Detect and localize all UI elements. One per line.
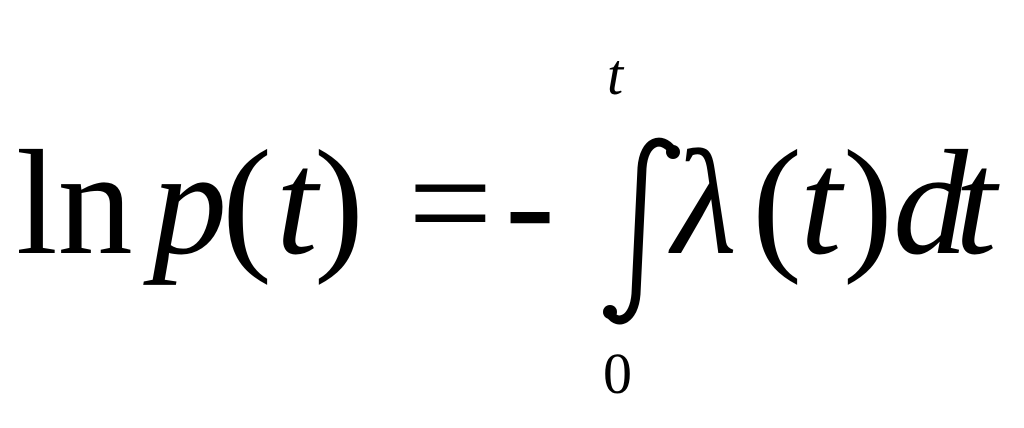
integral-sign-icon [603, 137, 680, 325]
minus-sign: - [505, 120, 555, 286]
integral-lower-limit: 0 [603, 341, 632, 406]
right-paren: ) [314, 120, 364, 286]
equals-sign: = [408, 120, 493, 286]
right-paren: ) [843, 120, 893, 286]
left-paren: ( [222, 120, 272, 286]
p-variable: p [152, 120, 227, 286]
ln-function: ln [16, 120, 133, 286]
t-variable: t [276, 120, 318, 286]
left-paren: ( [752, 120, 802, 286]
d-differential: d [893, 120, 968, 286]
integral-upper-limit: t [607, 42, 624, 107]
t-variable: t [800, 120, 842, 286]
t-variable: t [955, 120, 997, 286]
lambda-symbol: λ [672, 120, 737, 286]
